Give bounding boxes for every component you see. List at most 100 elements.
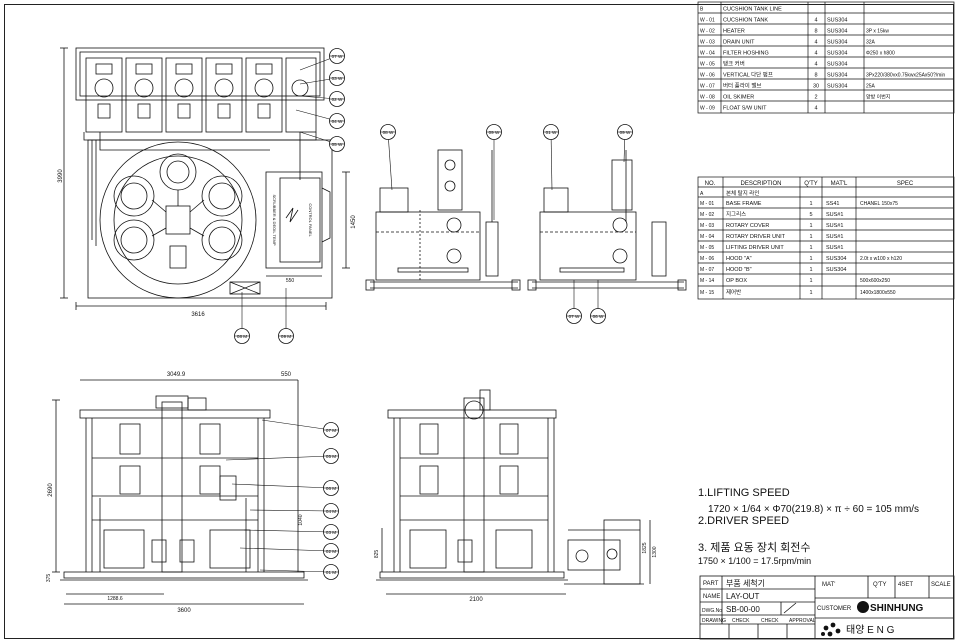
front-dim-total: 3600 (177, 608, 191, 614)
upper-row-mat: SUS304 (827, 84, 848, 90)
callout-bubble: 04 W (295, 109, 345, 129)
lower-row-desc: 제어반 (726, 288, 741, 296)
callout-bubble: 08 W (380, 124, 396, 191)
tank-modules (85, 57, 317, 133)
lower-row-desc: 지그리스 (726, 210, 746, 218)
lower-header-cell: MAT'L (831, 181, 848, 187)
callout-leader (231, 483, 332, 489)
brand-name: SHINHUNG (870, 603, 924, 614)
callout-text: 06 W (593, 314, 604, 319)
upper-row-qty: 4 (814, 18, 817, 24)
callout-text: 07 W (569, 314, 580, 319)
name-value: LAY-OUT (726, 592, 759, 601)
lower-header-cell: DESCRIPTION (740, 181, 781, 187)
title-block (699, 575, 955, 640)
lower-parts-table (697, 176, 955, 300)
callout-bubble: 06 M (231, 480, 339, 496)
part-label: PART (703, 581, 719, 587)
upper-row-code: W - 08 (700, 95, 715, 101)
lower-header-cell: Q'TY (804, 181, 817, 187)
upper-row-desc: FLOAT S/W UNIT (723, 106, 767, 112)
mat-label: MAT' (822, 582, 835, 588)
lower-row-qty: 1 (809, 267, 812, 273)
upper-row-qty: 4 (814, 40, 817, 46)
side-dim-small: 825 (374, 550, 380, 559)
callout-leader (387, 131, 393, 191)
lower-row-desc: HOOD "B" (726, 267, 752, 273)
upper-row-code: W - 03 (700, 40, 715, 46)
callout-text: 06 M (326, 486, 336, 491)
scale-label: SCALE (931, 582, 951, 588)
callout-bubble: 07 M (261, 419, 339, 438)
lower-row-code: M - 05 (700, 245, 714, 251)
lower-row-desc: HOOD "A" (726, 256, 752, 262)
qty-label: Q'TY (873, 582, 886, 588)
set-label: 4SET (898, 582, 913, 588)
callout-text: 09 M (281, 334, 291, 339)
side-dim-box-w: 1825 (642, 542, 648, 553)
callout-bubble: 06 W (590, 280, 606, 324)
lower-row-qty: 1 (809, 290, 812, 296)
lower-row-code: A (700, 191, 704, 197)
callout-text: 04 W (332, 119, 343, 124)
callout-text: 09 W (620, 130, 631, 135)
callout-leader (249, 509, 332, 512)
callout-bubble: 09 W (617, 124, 633, 163)
callout-bubble: 02 W (299, 91, 345, 107)
upper-row-spec: 25A (866, 84, 876, 90)
lower-row-qty: 1 (809, 223, 812, 229)
upper-row-mat: SUS304 (827, 73, 848, 79)
callout-bubble: 03 M (243, 524, 339, 540)
callout-bubble: 01 W (543, 124, 559, 191)
lower-row-code: M - 02 (700, 212, 714, 218)
lower-row-qty: 1 (809, 278, 812, 284)
lower-row-code: M - 01 (700, 201, 714, 207)
part-value: 부품 세척기 (726, 579, 765, 588)
lower-row-spec: 500x600x250 (860, 278, 890, 284)
callout-text: 02 M (326, 549, 336, 554)
upper-row-spec: 양방 이번지 (866, 94, 890, 101)
callout-text: 05 W (332, 142, 343, 147)
upper-row-desc: OIL SKIMER (723, 95, 754, 101)
lower-row-code: M - 04 (700, 234, 714, 240)
lower-row-desc: ROTARY COVER (726, 223, 769, 229)
front-dim-mid: 1040 (298, 514, 304, 525)
tank-view-left (365, 149, 521, 291)
upper-row-spec: 3Px220/380vx0.75kwx25Ax50?/min (866, 73, 945, 79)
callout-text: 08 W (383, 130, 394, 135)
brand-logo-icon (857, 601, 869, 613)
lower-row-mat: SS41 (826, 201, 839, 207)
callout-leader (550, 131, 553, 191)
lower-row-qty: 1 (809, 256, 812, 262)
lower-row-code: M - 07 (700, 267, 714, 273)
upper-row-desc: CUCSHION TANK LINE (723, 7, 782, 13)
lower-header-cell: SPEC (897, 181, 914, 187)
upper-row-mat: SUS304 (827, 29, 848, 35)
upper-parts-table (697, 1, 955, 114)
upper-row-desc: DRAIN UNIT (723, 40, 755, 46)
lower-header-cell: NO. (705, 181, 716, 187)
upper-row-mat: SUS304 (827, 62, 848, 68)
upper-row-desc: FILTER HOSHING (723, 51, 769, 57)
upper-row-spec: Φ250 x h800 (866, 51, 895, 57)
lower-row-qty: 1 (809, 201, 812, 207)
tank-view-right (527, 150, 687, 291)
upper-row-qty: 2 (814, 95, 817, 101)
lower-row-code: M - 06 (700, 256, 714, 262)
lower-row-desc: OP BOX (726, 278, 747, 284)
note-rotation-formula: 1750 × 1/100 = 17.5rpm/min (698, 556, 811, 566)
callout-bubble: 08 M (234, 292, 250, 344)
callout-bubble: 03 W (299, 70, 345, 86)
company-logo-icon (821, 622, 841, 637)
plan-dim-right: 1450 (351, 215, 357, 229)
callout-text: 07 W (332, 54, 343, 59)
callout-bubble: 05 W (299, 131, 345, 152)
front-dim-bottom-left: 1288.6 (107, 596, 123, 602)
callout-leader (243, 529, 332, 533)
upper-row-code: W - 02 (700, 29, 715, 35)
front-callouts: 07 M05 M06 M04 M03 M02 M01 M (225, 419, 339, 580)
callout-text: 01 M (326, 570, 336, 575)
